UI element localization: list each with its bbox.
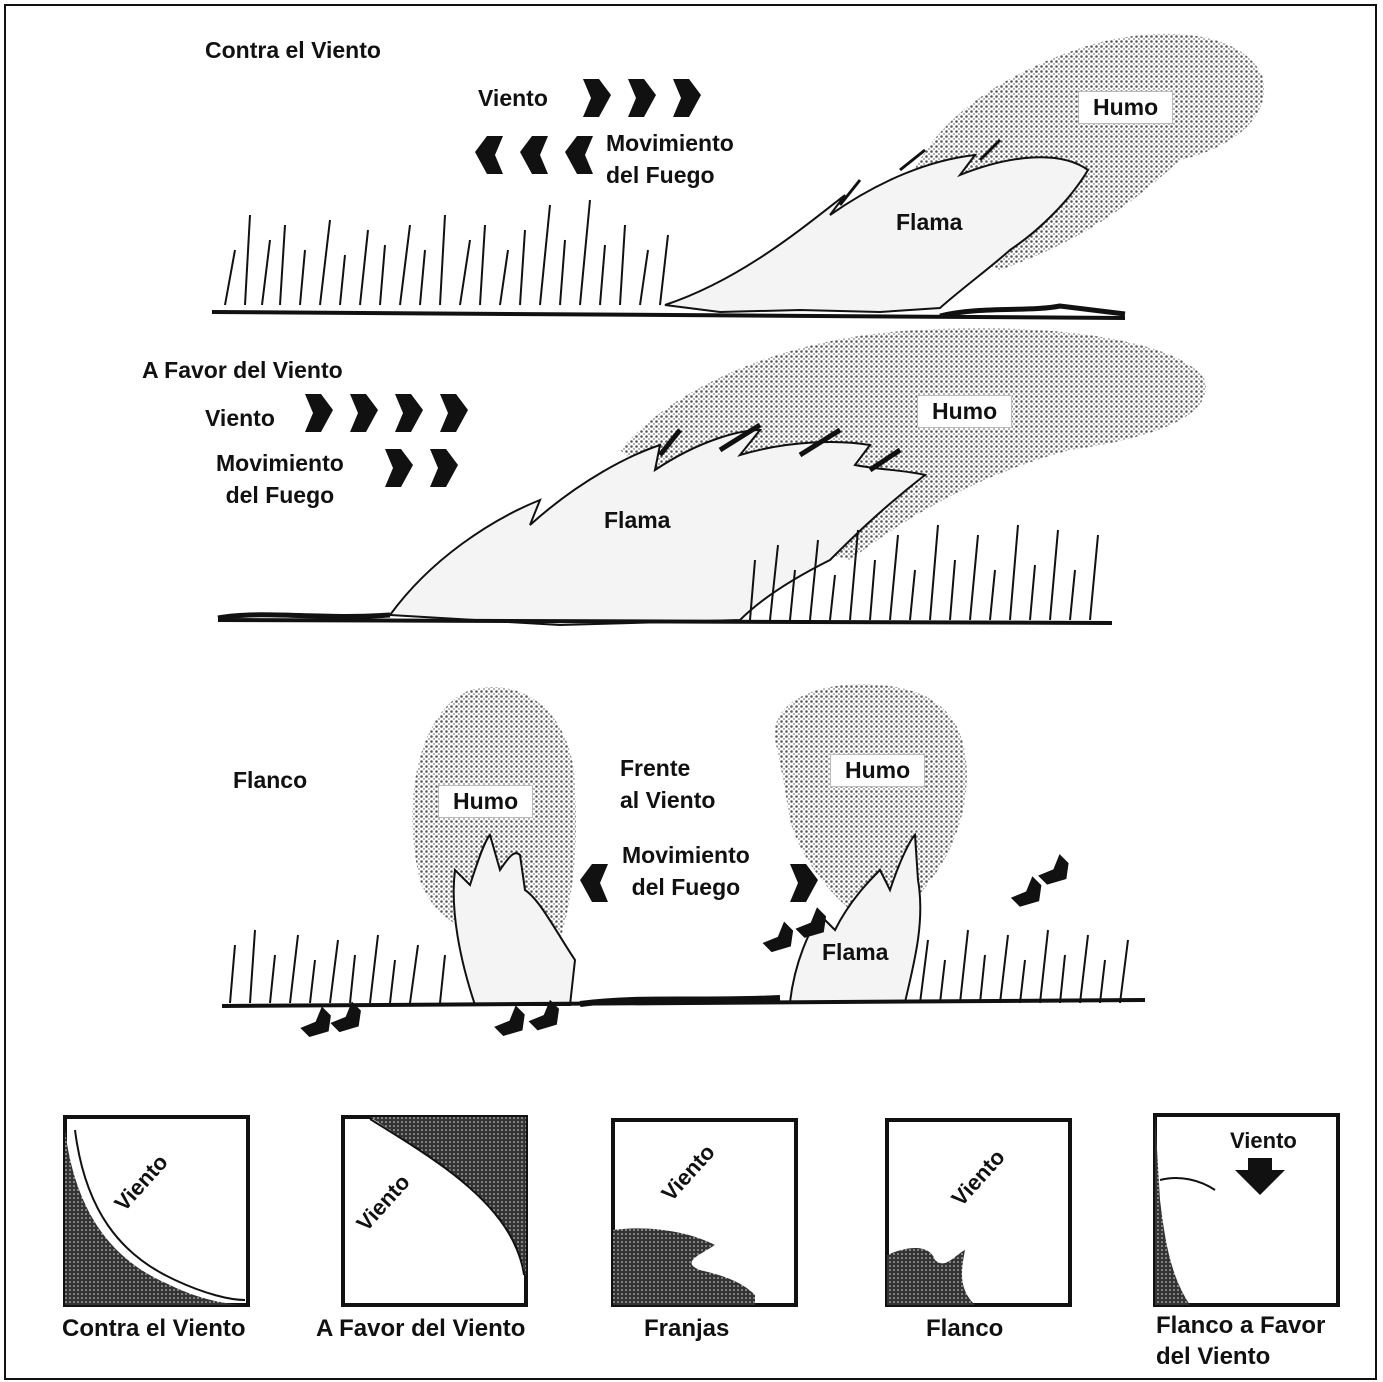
flank-front-label: Frente al Viento <box>620 753 715 816</box>
upwind-flame-label: Flama <box>896 207 962 239</box>
thumb-flank-downwind-wind-label: Viento <box>1230 1126 1297 1156</box>
flank-smoke-right-label: Humo <box>830 754 925 787</box>
caption-upwind: Contra el Viento <box>62 1313 246 1344</box>
flank-arrow-right <box>790 864 818 902</box>
caption-fingers: Franjas <box>644 1313 729 1344</box>
upwind-title: Contra el Viento <box>205 35 381 67</box>
upwind-fire-movement-label: Movimiento del Fuego <box>606 128 734 191</box>
caption-flank: Flanco <box>926 1313 1003 1344</box>
upwind-wind-arrows <box>583 79 701 117</box>
thumb-upwind <box>65 1002 368 1305</box>
downwind-wind-label: Viento <box>205 403 275 435</box>
caption-flank-downwind: Flanco a Favor del Viento <box>1156 1310 1325 1372</box>
flank-title: Flanco <box>233 765 307 797</box>
upwind-ground <box>212 312 1125 318</box>
downwind-fire-arrows <box>385 449 458 487</box>
downwind-title: A Favor del Viento <box>142 355 343 387</box>
downwind-ground <box>218 620 1112 623</box>
downwind-panel <box>218 328 1206 625</box>
flank-arrow-left <box>580 864 608 902</box>
upwind-smoke-label: Humo <box>1078 91 1173 124</box>
downwind-smoke-label: Humo <box>917 395 1012 428</box>
upwind-fire-arrows <box>475 136 593 174</box>
flank-smoke-left-label: Humo <box>438 785 533 818</box>
upwind-grass <box>225 200 668 305</box>
thumb-downwind <box>343 1000 566 1305</box>
flank-fire-movement-label: Movimiento del Fuego <box>622 840 750 903</box>
downwind-fire-movement-label: Movimiento del Fuego <box>216 448 344 511</box>
downwind-flame-label: Flama <box>604 505 670 537</box>
flank-grass <box>230 930 1128 1003</box>
caption-downwind: A Favor del Viento <box>316 1313 525 1344</box>
upwind-wind-label: Viento <box>478 83 548 115</box>
upwind-panel <box>212 34 1264 318</box>
downwind-wind-arrows <box>305 394 468 432</box>
flank-flame-label: Flama <box>822 937 888 969</box>
